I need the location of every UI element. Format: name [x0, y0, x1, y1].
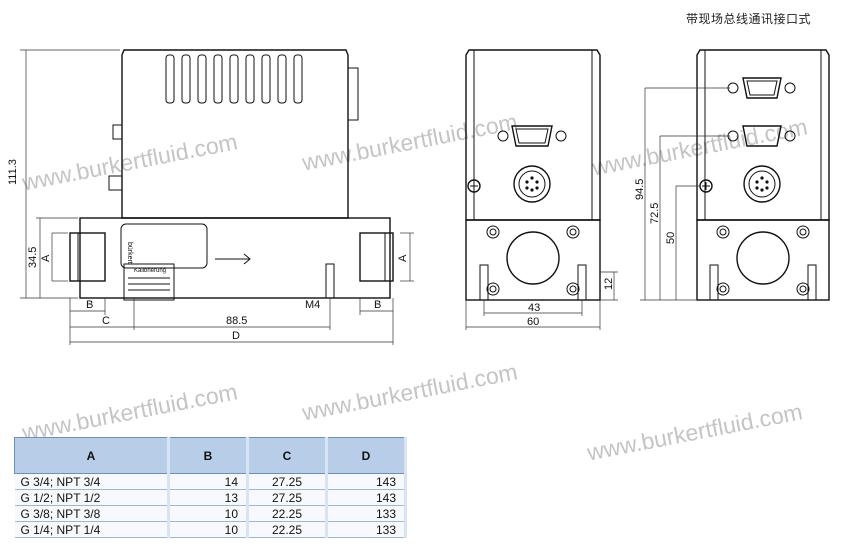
cell-c: 27.25	[247, 473, 328, 490]
dim-d: D	[232, 330, 240, 342]
dim-h2: 72.5	[649, 203, 661, 224]
cell-b: 14	[168, 473, 249, 490]
bus-ground-screw	[699, 179, 713, 193]
column-header-d: D	[326, 437, 407, 474]
cell-a: G 1/2; NPT 1/2	[14, 489, 170, 506]
outlet-port	[359, 232, 394, 282]
bus-body	[696, 219, 830, 301]
cell-a: G 1/4; NPT 1/4	[14, 521, 170, 538]
ground-screw	[467, 179, 481, 193]
dimension-table: A B C D G 3/4; NPT 3/4 14 27.25 143 G 1/…	[14, 437, 407, 538]
front-view: 43 60 12	[465, 49, 618, 330]
cell-d: 133	[326, 505, 407, 522]
cell-c: 22.25	[247, 505, 328, 522]
dim-h3: 50	[665, 232, 677, 244]
cell-b: 10	[168, 505, 249, 522]
dim-inner-width: 43	[528, 302, 540, 314]
side-screw	[108, 175, 123, 191]
bus-view: 94.5 72.5 50	[634, 49, 830, 301]
sub-d-connector	[497, 125, 567, 147]
table-row: G 1/4; NPT 1/4 10 22.25 133	[14, 521, 407, 538]
column-header-c: C	[247, 437, 328, 474]
dim-b-right: B	[374, 299, 381, 311]
front-housing	[465, 49, 601, 221]
dim-b-left: B	[86, 299, 93, 311]
bus-second-connector	[727, 125, 796, 147]
column-header-a: A	[14, 437, 170, 474]
mounting-thread	[325, 263, 335, 299]
bus-round-connector	[743, 165, 781, 203]
cell-b: 10	[168, 521, 249, 538]
housing-outline	[121, 49, 349, 219]
plate-brand: bürkert	[126, 242, 133, 264]
dim-length: 88.5	[226, 315, 247, 327]
bus-sub-d-connector	[727, 77, 796, 99]
dim-bottom-offset: 12	[603, 278, 615, 290]
dim-port-height: 34.5	[27, 247, 39, 268]
dim-h1: 94.5	[634, 179, 646, 200]
cell-c: 27.25	[247, 489, 328, 506]
cell-d: 143	[326, 489, 407, 506]
table-row: G 1/2; NPT 1/2 13 27.25 143	[14, 489, 407, 506]
table-header-row: A B C D	[14, 437, 407, 474]
label-window	[120, 223, 208, 269]
side-view: bürkert Kalibrierung 111.3 34.5 A A	[7, 49, 414, 345]
inlet-port	[69, 232, 106, 282]
bus-housing	[696, 49, 830, 221]
cell-c: 22.25	[247, 521, 328, 538]
cell-a: G 3/4; NPT 3/4	[14, 473, 170, 490]
valve-body	[79, 217, 391, 299]
figure-caption: 带现场总线通讯接口式	[686, 12, 812, 26]
round-connector	[513, 165, 551, 203]
table-row: G 3/4; NPT 3/4 14 27.25 143	[14, 473, 407, 490]
cell-d: 143	[326, 473, 407, 490]
cooling-fins	[165, 54, 303, 104]
dim-port-a-left: A	[40, 254, 52, 262]
side-connector	[347, 67, 359, 121]
dim-outer-width: 60	[527, 316, 539, 328]
dim-thread: M4	[305, 299, 320, 311]
plate-text: Kalibrierung	[134, 268, 166, 274]
cell-d: 133	[326, 521, 407, 538]
cell-a: G 3/8; NPT 3/8	[14, 505, 170, 522]
column-header-b: B	[168, 437, 249, 474]
table-row: G 3/8; NPT 3/8 10 22.25 133	[14, 505, 407, 522]
technical-drawing: bürkert Kalibrierung 111.3 34.5 A A	[7, 49, 830, 345]
dim-port-a-right: A	[397, 254, 409, 262]
dim-overall-height: 111.3	[7, 159, 19, 185]
cell-b: 13	[168, 489, 249, 506]
name-plate	[123, 263, 175, 301]
side-button	[112, 124, 123, 140]
front-port	[506, 231, 560, 285]
front-body	[465, 219, 601, 301]
dim-c: C	[102, 315, 110, 327]
bus-port	[736, 231, 790, 285]
